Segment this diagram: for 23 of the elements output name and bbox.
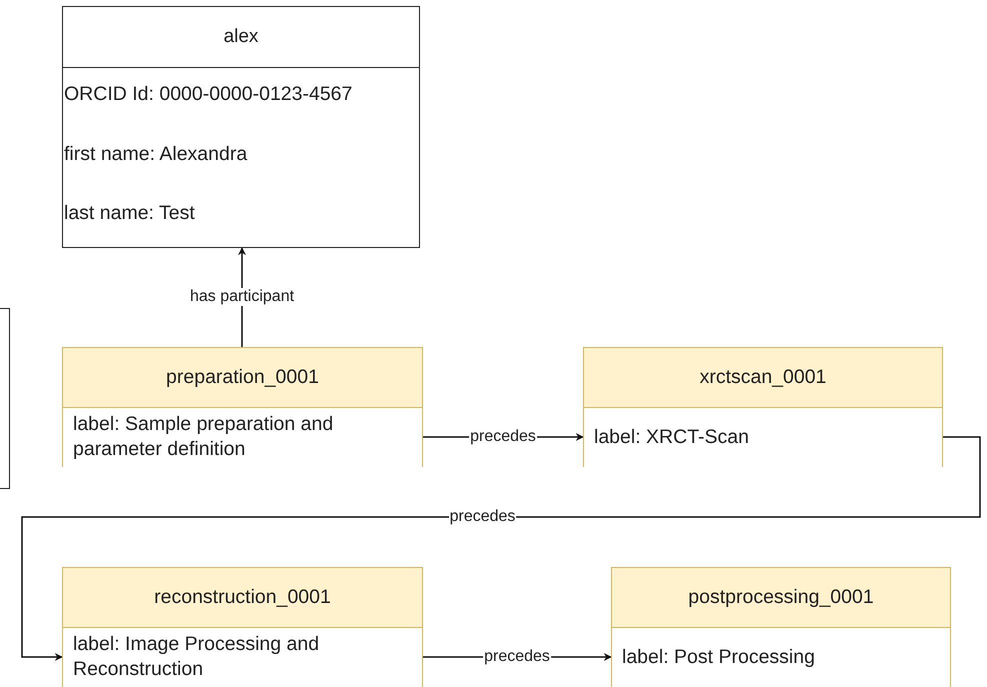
class-box — [62, 347, 423, 467]
box-shape — [0, 308, 10, 489]
edge-label: precedes — [483, 648, 551, 666]
attribute-text: label: Post Processing — [621, 644, 816, 670]
attribute-text: first name: Alexandra — [64, 143, 248, 166]
edge-label: precedes — [448, 508, 516, 526]
attribute-text: ORCID Id: 0000-0000-0123-4567 — [64, 83, 352, 106]
class-box — [583, 347, 943, 467]
box-title: reconstruction_0001 — [63, 568, 422, 628]
edge-label: precedes — [469, 428, 537, 446]
arrow — [21, 436, 981, 661]
class-box — [62, 567, 423, 687]
attribute-text: label: Sample preparation and parameter definition — [72, 412, 334, 462]
entity-box — [62, 6, 420, 248]
class-box — [611, 567, 951, 687]
box-title: xrctscan_0001 — [584, 348, 942, 408]
attribute-text: label: XRCT-Scan — [593, 424, 750, 450]
attribute-text: last name: Test — [64, 202, 195, 225]
edge-label: has participant — [188, 288, 296, 306]
box-title: alex — [63, 7, 419, 68]
box-title: postprocessing_0001 — [612, 568, 950, 628]
box-title: preparation_0001 — [63, 348, 422, 408]
attribute-text: label: Image Processing and Reconstruction — [72, 632, 320, 682]
